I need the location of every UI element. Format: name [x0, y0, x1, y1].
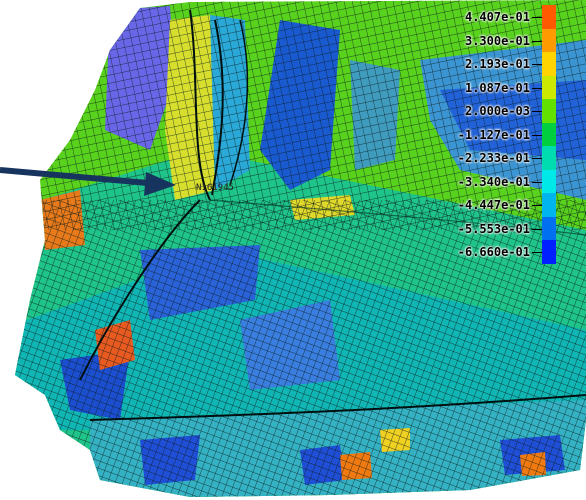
legend-tick	[532, 87, 542, 89]
legend-color-swatch	[542, 216, 556, 241]
legend-color-swatch	[542, 240, 556, 264]
legend-color-swatch	[542, 52, 556, 76]
contour-legend: 4.407e-01 3.300e-01 2.193e-01 1.087e-01 2.00…	[446, 0, 586, 270]
legend-label: 2.193e-01	[464, 57, 530, 71]
legend-label: 4.407e-01	[464, 10, 530, 24]
arrow-pointer-icon	[0, 167, 176, 196]
legend-label: -1.127e-01	[457, 127, 530, 142]
legend-label: 1.087e-01	[464, 80, 530, 95]
legend-tick	[532, 40, 542, 42]
legend-label: 2.000e-03	[464, 104, 530, 118]
legend-label: -5.553e-01	[457, 221, 530, 236]
legend-tick	[532, 111, 542, 112]
legend-tick	[532, 252, 542, 253]
legend-label: -6.660e-01	[457, 245, 530, 259]
legend-tick	[532, 228, 542, 230]
legend-color-swatch	[542, 28, 556, 53]
node-id-label: N161945	[196, 183, 234, 193]
legend-tick	[532, 64, 542, 65]
legend-tick	[532, 134, 542, 136]
legend-color-swatch	[542, 146, 556, 170]
legend-tick	[532, 181, 542, 183]
legend-color-swatch	[542, 193, 556, 217]
legend-color-swatch	[542, 75, 556, 100]
legend-color-swatch	[542, 169, 556, 194]
legend-tick	[532, 205, 542, 206]
legend-label: -4.447e-01	[457, 198, 530, 212]
legend-label: 3.300e-01	[464, 33, 530, 48]
legend-tick	[532, 158, 542, 159]
legend-color-swatch	[542, 122, 556, 147]
legend-label: -3.340e-01	[457, 174, 530, 189]
legend-label: -2.233e-01	[457, 151, 530, 165]
legend-color-swatch	[542, 99, 556, 123]
legend-color-swatch	[542, 5, 556, 29]
legend-tick	[532, 17, 542, 18]
